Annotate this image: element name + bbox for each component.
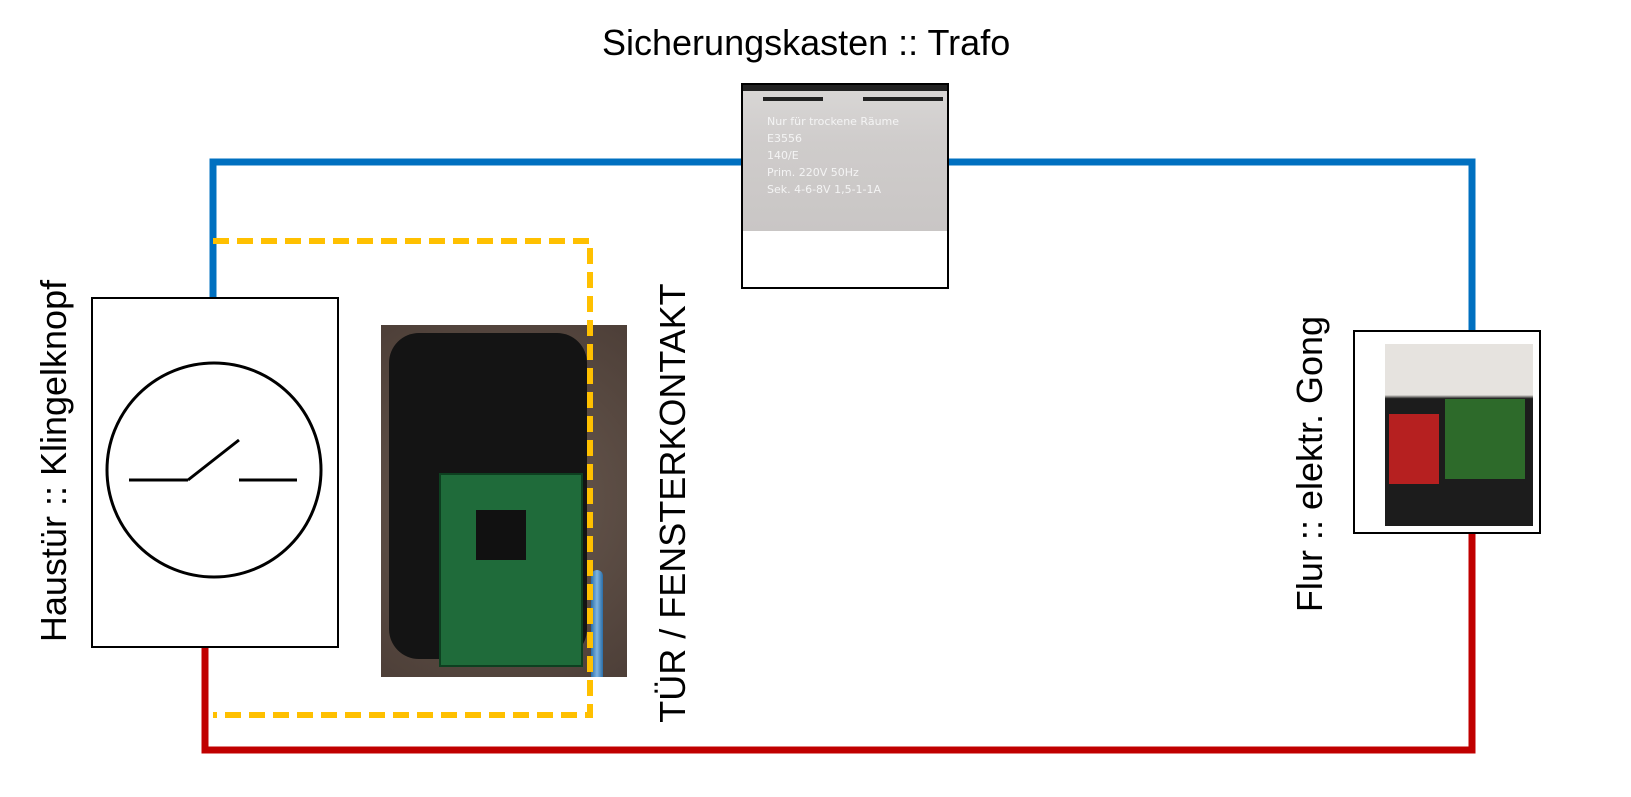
switch-symbol-icon (105, 361, 323, 579)
gong-photo (1385, 344, 1533, 526)
gong-box (1353, 330, 1541, 534)
trafo-label-text: Nur für trockene Räume E3556 140/E Prim.… (767, 115, 900, 196)
blue-wire-right (948, 158, 1476, 336)
red-wire (201, 533, 1476, 754)
doorbell-button-box (91, 297, 339, 648)
gong-label: Flur :: elektr. Gong (1289, 315, 1330, 613)
trafo-title: Sicherungskasten :: Trafo (602, 22, 1011, 63)
trafo-box: Nur für trockene Räume E3556 140/E Prim.… (741, 83, 949, 289)
doorbell-label: Haustür :: Klingelknopf (33, 279, 74, 643)
trafo-photo: Nur für trockene Räume E3556 140/E Prim.… (743, 85, 947, 231)
sensor-label: TÜR / FENSTERKONTAKT (652, 283, 693, 723)
door-sensor-photo (381, 325, 627, 677)
